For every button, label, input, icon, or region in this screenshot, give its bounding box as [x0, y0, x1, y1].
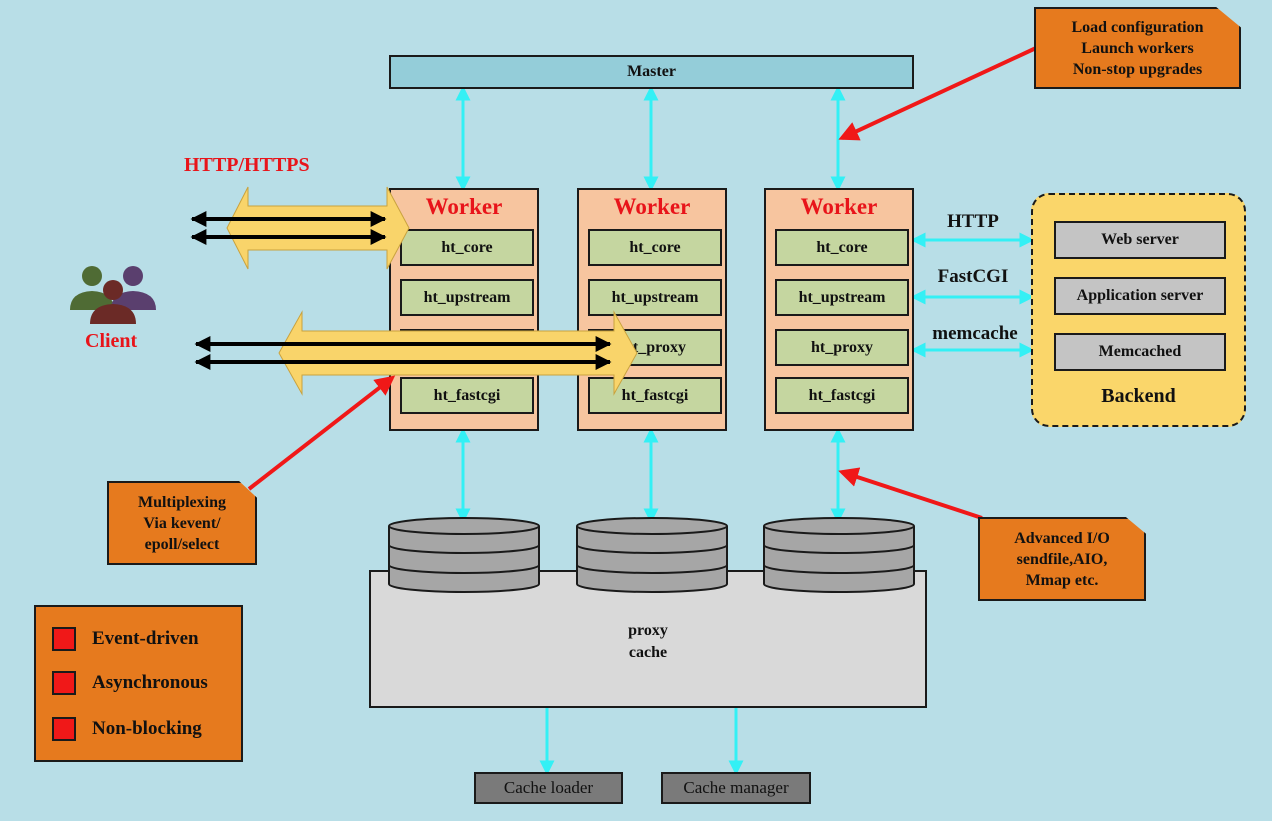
- worker-process-3: Worker ht_core ht_upstream ht_proxy ht_f…: [764, 188, 914, 431]
- module-ht-upstream: ht_upstream: [588, 279, 722, 316]
- backend-group: Web server Application server Memcached …: [1031, 193, 1246, 427]
- disk-stack-icon-3: [763, 517, 915, 593]
- legend-label: Non-blocking: [92, 718, 202, 739]
- backend-application-server: Application server: [1054, 277, 1226, 315]
- multiplexing-note-line: Multiplexing: [137, 493, 226, 511]
- legend-item-event-driven: Event-driven: [52, 627, 199, 651]
- pointer-arrow-multiplexing-note: [247, 375, 396, 491]
- module-ht-fastcgi: ht_fastcgi: [588, 377, 722, 414]
- traffic-arrow-upper: [226, 186, 410, 270]
- master-process: Master: [389, 55, 914, 89]
- disk-stack-icon-2: [576, 517, 728, 593]
- legend-marker-icon: [52, 717, 76, 741]
- io-note: Advanced I/O sendfile,AIO, Mmap etc.: [978, 517, 1146, 601]
- legend-marker-icon: [52, 671, 76, 695]
- worker-title: Worker: [800, 194, 878, 219]
- disk-stack-icon-1: [388, 517, 540, 593]
- legend-item-non-blocking: Non-blocking: [52, 717, 202, 741]
- legend-marker-icon: [52, 627, 76, 651]
- master-note-line: Launch workers: [1081, 39, 1194, 57]
- legend-label: Event-driven: [92, 628, 199, 649]
- multiplexing-note-line: Via kevent/: [143, 514, 221, 532]
- module-ht-core: ht_core: [588, 229, 722, 266]
- io-note-line: Advanced I/O: [1014, 529, 1110, 547]
- master-note-line: Non-stop upgrades: [1072, 60, 1203, 78]
- module-ht-upstream: ht_upstream: [400, 279, 534, 316]
- client-label: Client: [85, 330, 138, 352]
- cache-manager-label: Cache manager: [683, 778, 789, 797]
- module-ht-upstream: ht_upstream: [775, 279, 909, 316]
- module-ht-core: ht_core: [400, 229, 534, 266]
- legend-label: Asynchronous: [92, 672, 208, 693]
- protocol-label-memcache: memcache: [932, 323, 1018, 344]
- module-ht-core: ht_core: [775, 229, 909, 266]
- module-ht-fastcgi: ht_fastcgi: [775, 377, 909, 414]
- master-label: Master: [627, 63, 676, 80]
- protocol-label-http-https: HTTP/HTTPS: [184, 154, 310, 176]
- pointer-arrow-master-note: [838, 46, 1037, 141]
- legend: Event-driven Asynchronous Non-blocking: [34, 605, 243, 762]
- io-note-line: Mmap etc.: [1025, 571, 1099, 589]
- backend-web-server: Web server: [1054, 221, 1226, 259]
- backend-memcached: Memcached: [1054, 333, 1226, 371]
- cache-loader-process: Cache loader: [474, 772, 623, 804]
- backend-title: Backend: [1101, 385, 1176, 407]
- module-ht-fastcgi: ht_fastcgi: [400, 377, 534, 414]
- master-note: Load configuration Launch workers Non-st…: [1034, 7, 1241, 89]
- worker-title: Worker: [425, 194, 503, 219]
- legend-item-asynchronous: Asynchronous: [52, 671, 208, 695]
- io-note-line: sendfile,AIO,: [1016, 550, 1108, 568]
- multiplexing-note-line: epoll/select: [144, 535, 220, 553]
- protocol-label-fastcgi: FastCGI: [937, 266, 1009, 287]
- proxy-cache-label-line2: cache: [628, 644, 668, 661]
- client-users-icon: [70, 266, 156, 324]
- master-note-line: Load configuration: [1071, 18, 1204, 36]
- proxy-cache-label-line1: proxy: [628, 622, 668, 639]
- traffic-arrow-lower: [278, 310, 638, 396]
- worker-title: Worker: [613, 194, 691, 219]
- cache-loader-label: Cache loader: [503, 778, 594, 797]
- protocol-label-http: HTTP: [947, 211, 999, 232]
- pointer-arrow-io-note: [838, 467, 983, 520]
- module-ht-proxy: ht_proxy: [775, 329, 909, 366]
- cache-manager-process: Cache manager: [661, 772, 811, 804]
- multiplexing-note: Multiplexing Via kevent/ epoll/select: [107, 481, 257, 565]
